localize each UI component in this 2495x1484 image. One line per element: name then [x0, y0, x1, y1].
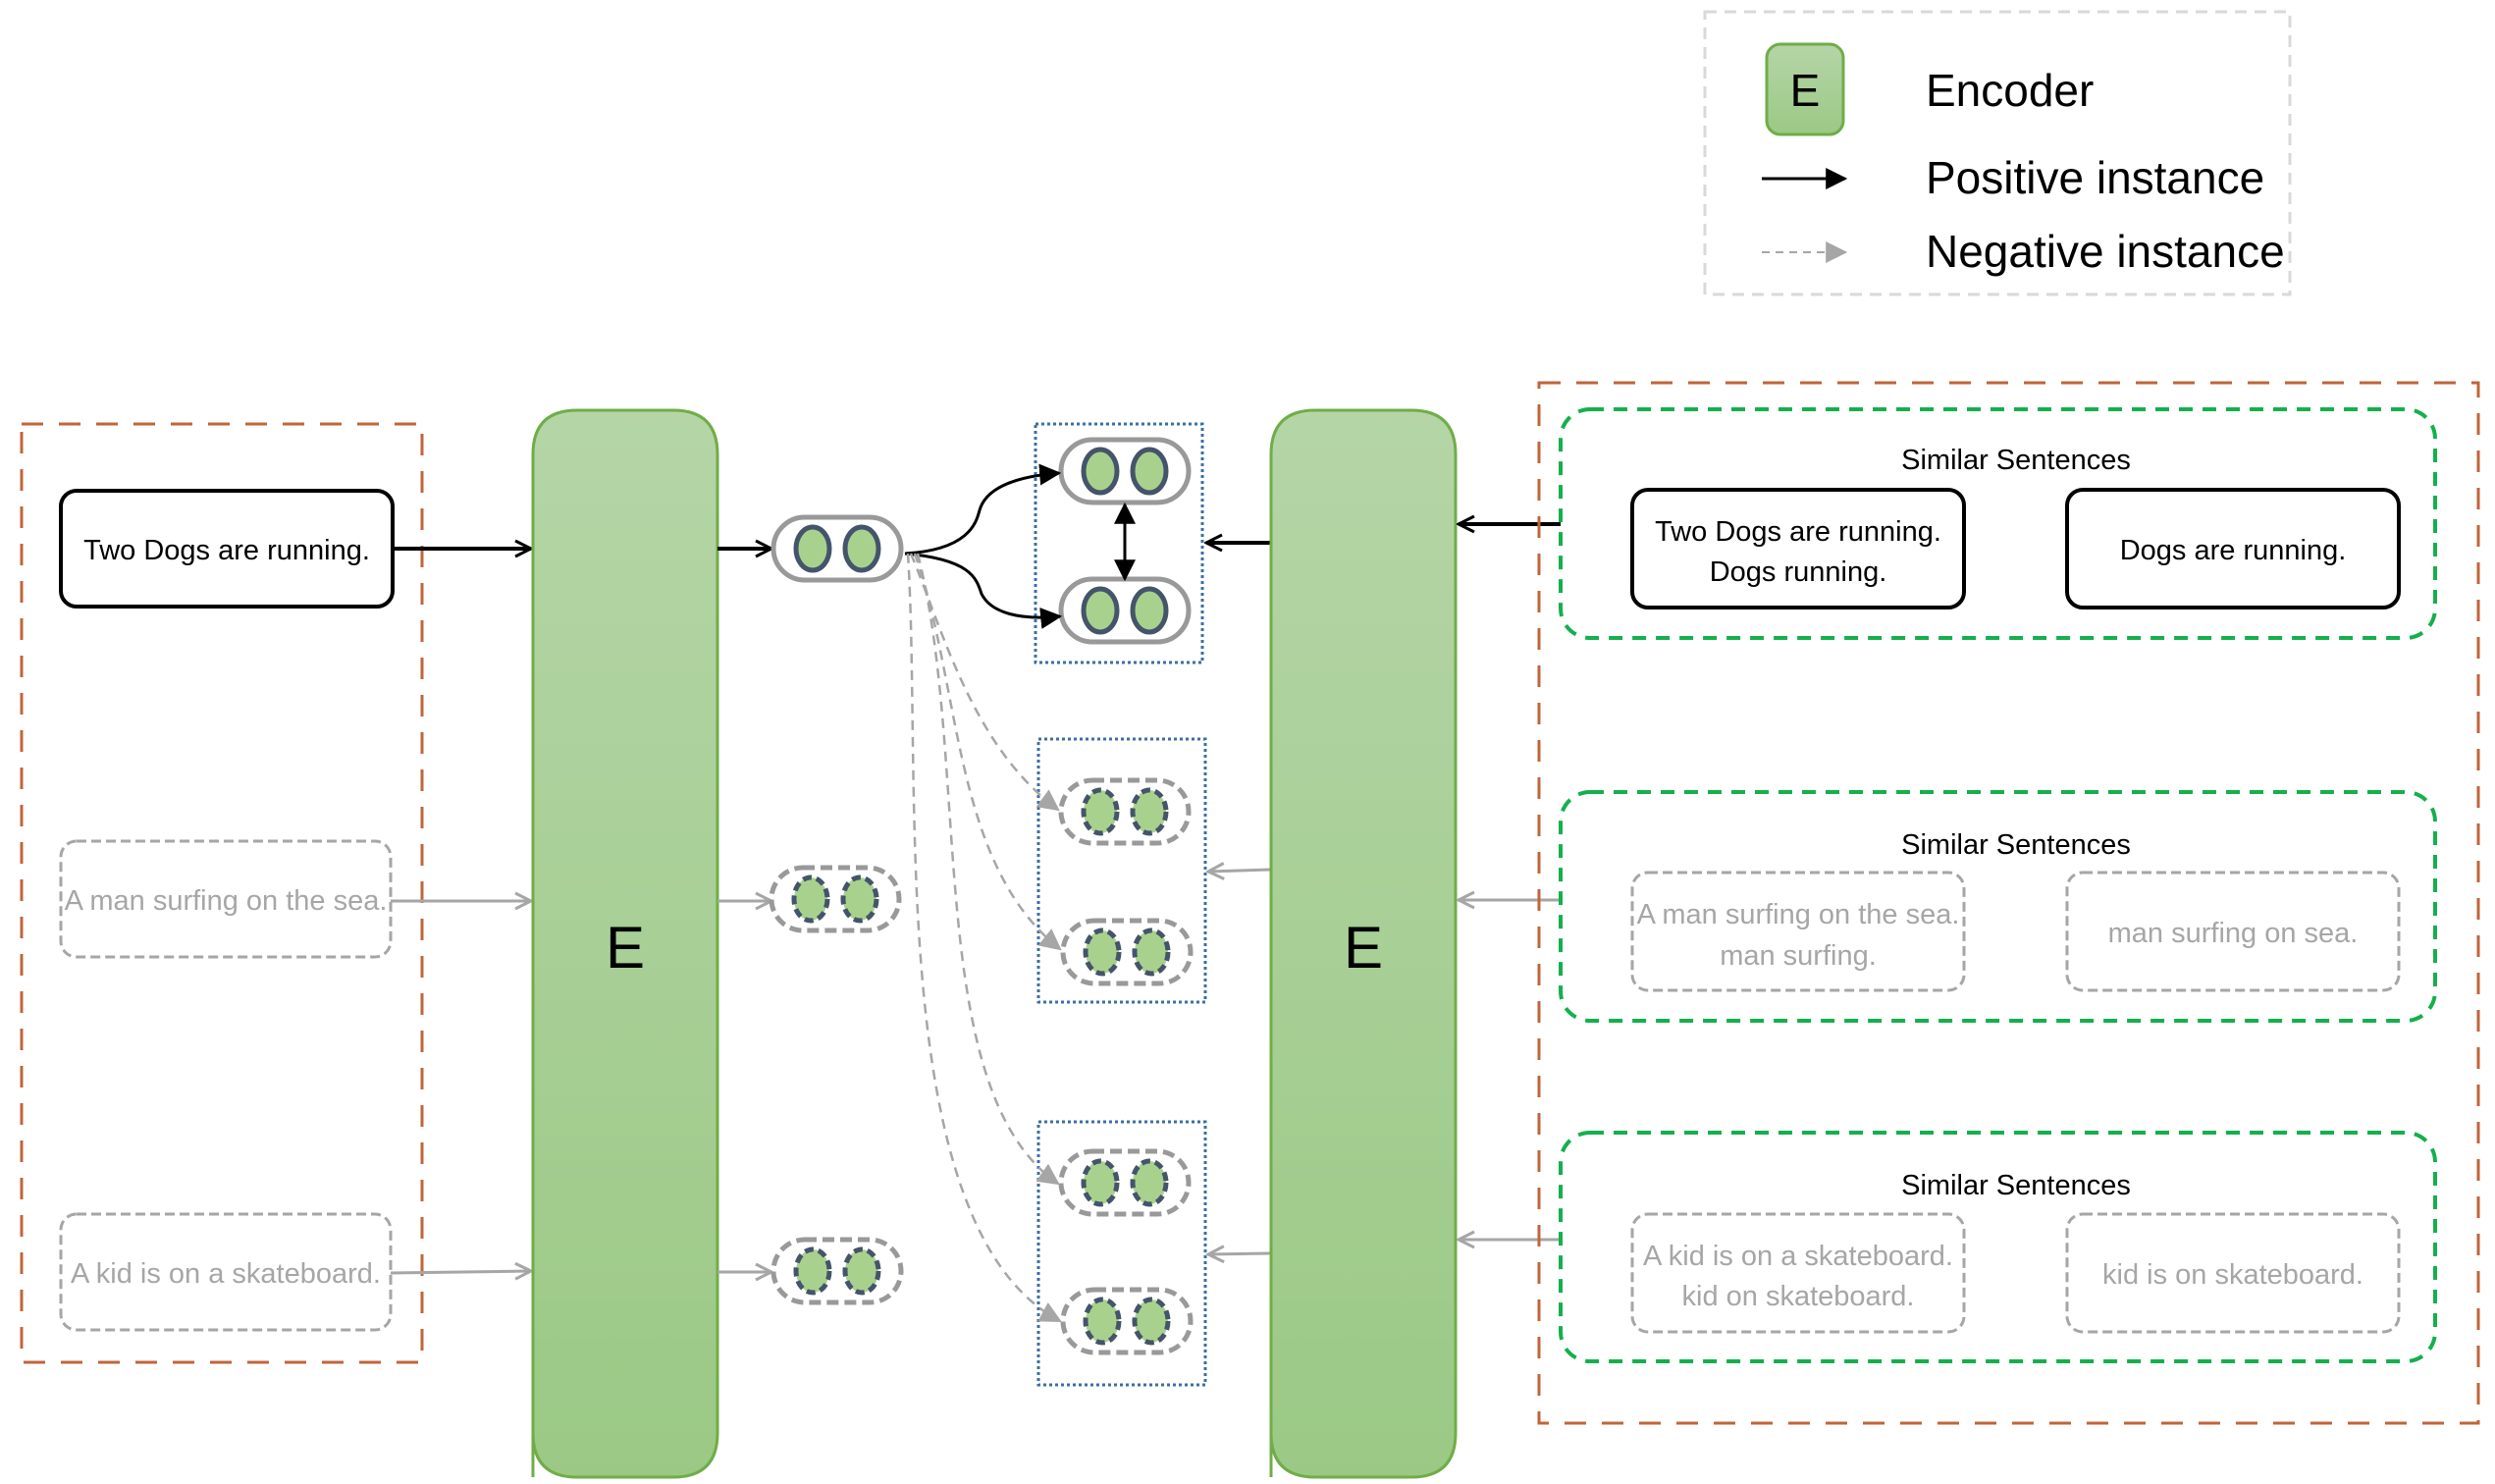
left-input-text: A kid is on a skateboard. [71, 1258, 381, 1290]
embedding-negative [1060, 918, 1194, 986]
embedding-negative [1060, 1287, 1194, 1355]
sentence-box [2065, 871, 2401, 992]
negative-pair-arrow [909, 553, 1060, 812]
right-embeddings [1058, 437, 1194, 1355]
sentence-line: Dogs running. [1710, 556, 1887, 588]
group-title: Similar Sentences [1901, 1170, 2131, 1201]
embedding-node [1130, 787, 1169, 836]
legend-negative-label: Negative instance [1926, 226, 2285, 277]
negative-embedding-group-2 [1036, 1120, 1207, 1387]
positive-pair-arrow [904, 463, 1062, 556]
sentence-line: A man surfing on the sea. [1637, 899, 1960, 930]
left-input-negative-2: A kid is on a skateboard. [59, 1212, 393, 1332]
embedding-positive-anchor [770, 514, 904, 583]
embedding-node [793, 1246, 832, 1296]
left-encoder: E [531, 408, 719, 1479]
positive-pair-arrow [904, 552, 1063, 629]
sentence-line: A kid is on a skateboard. [1643, 1241, 1953, 1272]
sentence-box [2065, 1212, 2401, 1334]
sentence-box [1630, 871, 1966, 992]
embedding-negative [769, 865, 902, 933]
embedding-node [1081, 586, 1120, 635]
negative-arrow [1208, 870, 1272, 872]
negative-embedding-group-1 [1036, 737, 1207, 1004]
sentence-box [1630, 1212, 1966, 1334]
sentence-box [2065, 488, 2401, 610]
negative-pair-arrow [906, 553, 1062, 1323]
right-encoder: E [1269, 408, 1458, 1479]
embedding-negative [1058, 1148, 1192, 1217]
embedding-node [1081, 787, 1120, 836]
right-encoder-label: E [1344, 915, 1383, 980]
sentence-box [1630, 488, 1966, 610]
similar-sentences-group-3: Similar Sentences A kid is on a skateboa… [1559, 1131, 2437, 1363]
embedding-node [1130, 1158, 1169, 1207]
similar-sentences-group-2: Similar Sentences A man surfing on the s… [1559, 790, 2437, 1023]
legend-border [1703, 10, 2292, 296]
left-embeddings [769, 514, 904, 1305]
sentence-line: Two Dogs are running. [1655, 516, 1941, 548]
similar-sentences-group-1: Similar Sentences Two Dogs are running. … [1559, 407, 2437, 640]
negative-pair-arrow [916, 553, 1060, 1186]
sentence-line: Dogs are running. [2120, 535, 2347, 566]
contrastive-arrows [904, 463, 1136, 1323]
sentence-line: man surfing on sea. [2108, 918, 2359, 949]
group-title: Similar Sentences [1901, 829, 2131, 861]
embedding-node [1132, 928, 1171, 977]
left-input-text: A man surfing on the sea. [65, 885, 388, 917]
legend: E Encoder Positive instance Negative ins… [1703, 10, 2292, 296]
embedding-node [1081, 1158, 1120, 1207]
sentence-line: kid on skateboard. [1682, 1281, 1915, 1312]
legend-encoder-label: Encoder [1926, 65, 2094, 116]
negative-pair-arrow [913, 553, 1062, 951]
embedding-node [1130, 586, 1169, 635]
negative-arrow [1208, 1253, 1272, 1254]
sentence-line: man surfing. [1720, 940, 1877, 972]
left-input-text: Two Dogs are running. [83, 535, 370, 566]
embedding-node [793, 524, 832, 573]
group-title: Similar Sentences [1901, 445, 2131, 476]
embedding-positive [1058, 437, 1192, 505]
sentence-line: kid is on skateboard. [2102, 1259, 2363, 1291]
embedding-negative [1058, 777, 1192, 846]
left-encoder-label: E [606, 915, 645, 980]
left-input-negative-1: A man surfing on the sea. [59, 839, 393, 959]
positive-embedding-group [1034, 422, 1204, 664]
embedding-node [1132, 1297, 1171, 1346]
embedding-negative [770, 1237, 904, 1305]
embedding-node [840, 874, 879, 924]
legend-encoder-symbol: E [1790, 65, 1821, 116]
embedding-node [1083, 1297, 1122, 1346]
left-input-batch-box [20, 422, 424, 1364]
embedding-node [1083, 928, 1122, 977]
embedding-node [1081, 447, 1120, 496]
embedding-node [842, 1246, 881, 1296]
right-augmented-batch-box [1537, 381, 2480, 1425]
embedding-positive [1058, 576, 1192, 645]
embedding-node [1130, 447, 1169, 496]
embedding-node [791, 874, 830, 924]
legend-encoder-icon: E [1765, 42, 1845, 136]
legend-positive-label: Positive instance [1926, 152, 2264, 203]
embedding-node [842, 524, 881, 573]
left-input-positive: Two Dogs are running. [59, 489, 395, 609]
negative-arrow [390, 1271, 531, 1273]
